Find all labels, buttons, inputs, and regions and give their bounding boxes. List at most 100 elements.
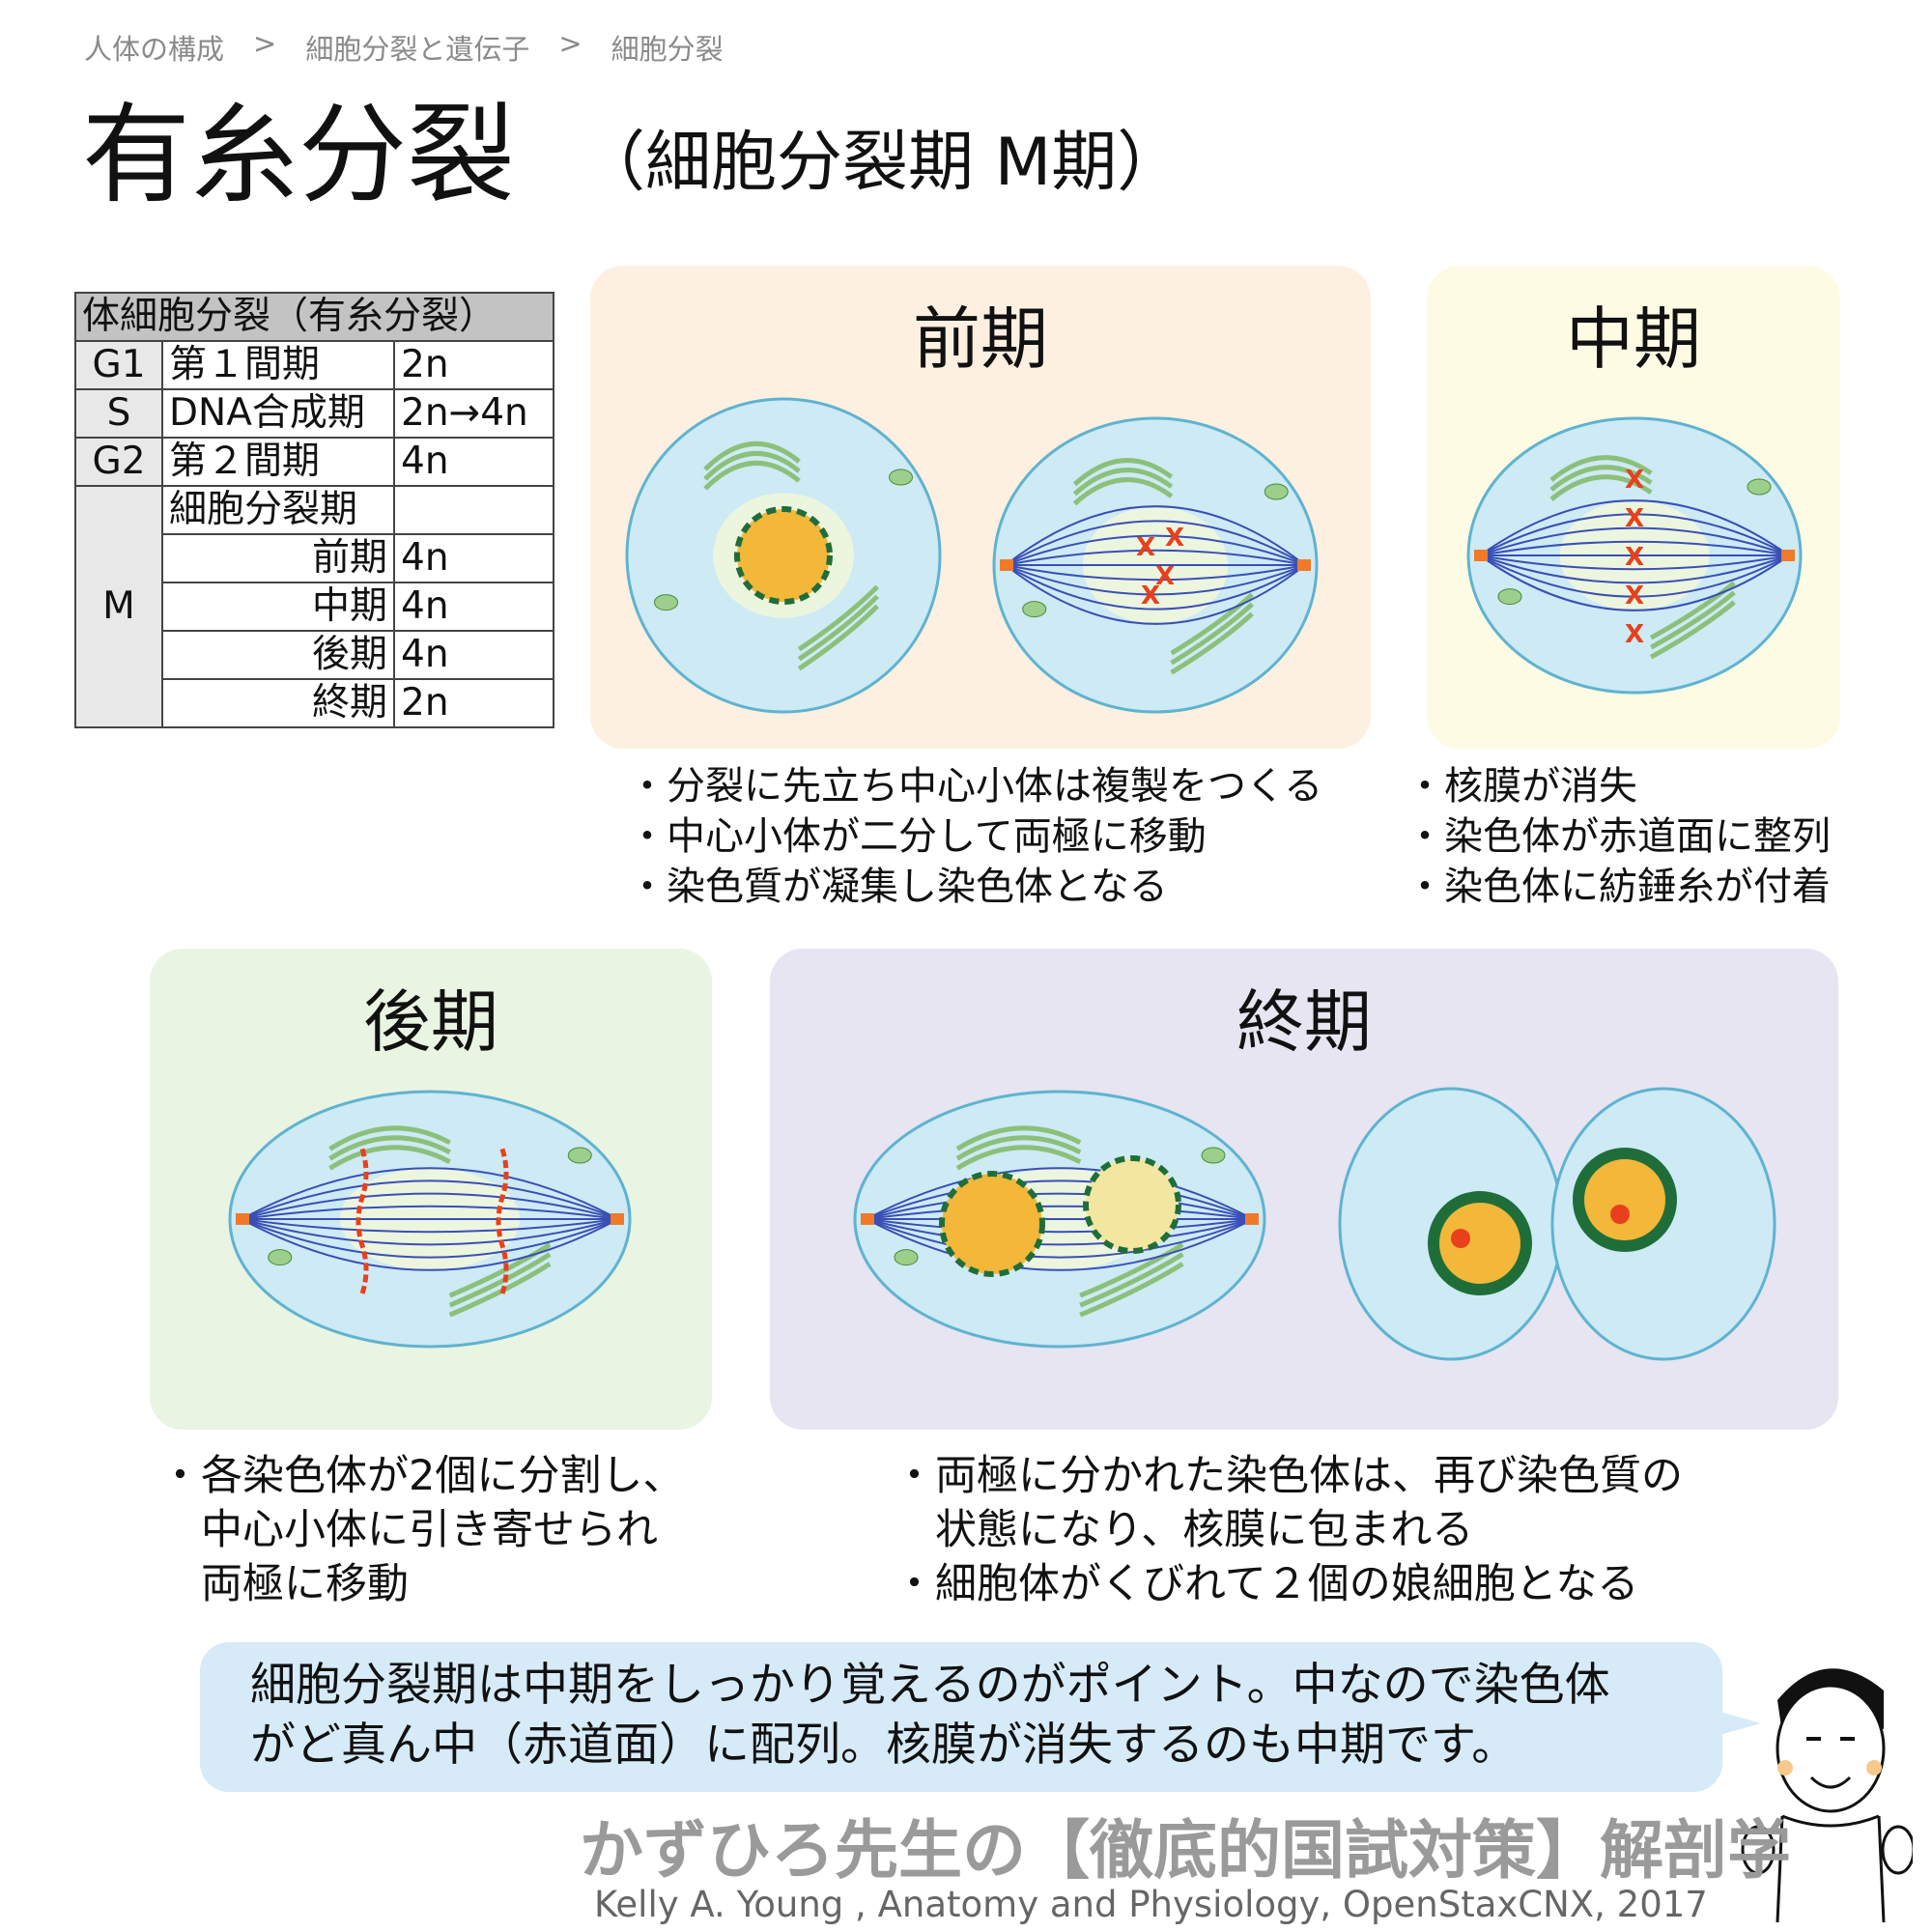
golgi: [1079, 1262, 1184, 1318]
nucleus: [1573, 1148, 1677, 1252]
golgi: [1549, 474, 1653, 501]
bullet: ・各染色体が2個に分割し、: [159, 1452, 685, 1500]
spindle-fiber: [1479, 554, 1790, 611]
mitochondrion: [1264, 483, 1289, 500]
name-cell: 第２間期: [161, 437, 395, 487]
spindle-fiber: [1005, 564, 1306, 625]
name-cell: DNA合成期: [161, 388, 395, 439]
spindle-fiber: [1479, 499, 1790, 556]
anaphase-panel: 後期: [150, 949, 712, 1430]
chromosome: X: [1141, 582, 1160, 611]
phase-cell: M: [74, 485, 163, 728]
nucleus: [734, 506, 833, 605]
breadcrumb-item: 細胞分裂: [611, 33, 724, 66]
golgi: [703, 440, 801, 471]
nucleus: [1428, 1191, 1532, 1295]
breadcrumb-item[interactable]: 人体の構成: [84, 33, 225, 66]
ploidy-cell: 4n: [393, 437, 554, 487]
centriole: [861, 1213, 874, 1225]
name-cell: 後期: [161, 630, 395, 680]
spindle-fiber: [241, 1167, 619, 1220]
golgi: [797, 594, 879, 662]
mitochondrion: [1497, 588, 1522, 606]
golgi: [703, 460, 801, 491]
spindle-fiber: [1005, 505, 1306, 566]
spindle-fiber: [241, 1218, 619, 1271]
spindle-fiber: [1479, 554, 1790, 584]
spindle-fiber: [241, 1205, 619, 1220]
bullet: ・中心小体が二分して両極に移動: [628, 814, 1207, 859]
bullet: ・両極に分かれた染色体は、再び染色質の: [894, 1452, 1683, 1500]
centriole: [1297, 559, 1311, 571]
chromosome: X: [1155, 562, 1175, 591]
bullet: ・核膜が消失: [1406, 764, 1637, 809]
spindle-fiber: [1005, 549, 1306, 566]
bullet: ・染色体に紡錘糸が付着: [1406, 865, 1831, 909]
spindle-fiber: [241, 1218, 619, 1246]
spindle-fiber: [1479, 513, 1790, 556]
spindle-fiber: [1005, 534, 1306, 566]
mitochondrion: [894, 1249, 919, 1266]
spindle-fiber: [1005, 520, 1306, 566]
ploidy-cell: 4n: [393, 630, 554, 680]
speech-bubble: 細胞分裂期は中期をしっかり覚えるのがポイント。中なので染色体 がど真ん中（赤道面…: [200, 1642, 1761, 1792]
spindle-fiber: [1479, 540, 1790, 556]
golgi: [797, 584, 879, 652]
spindle-fiber: [866, 1192, 1254, 1220]
golgi: [1649, 590, 1736, 650]
panel-title: 前期: [913, 299, 1048, 379]
centriole: [1474, 550, 1488, 561]
bubble-line: がど真ん中（赤道面）に配列。核膜が消失するのも中期です。: [250, 1719, 1518, 1772]
mitochondrion: [654, 594, 678, 611]
spindle-fiber: [1005, 564, 1306, 582]
metaphase-bullets: ・核膜が消失 ・染色体が赤道面に整列 ・染色体に紡錘糸が付着: [1406, 761, 1831, 912]
breadcrumb-item[interactable]: 細胞分裂と遺伝子: [305, 33, 530, 66]
page-title: 有糸分裂: [82, 93, 515, 218]
golgi: [328, 1135, 451, 1161]
centriole: [611, 1213, 624, 1225]
golgi: [328, 1145, 451, 1171]
nucleus: [1083, 1155, 1181, 1254]
golgi: [1549, 455, 1653, 482]
bullet: ・細胞体がくびれて２個の娘細胞となる: [894, 1560, 1639, 1608]
spindle-fiber: [866, 1218, 1254, 1246]
centriole: [236, 1213, 249, 1225]
chromosome: X: [1625, 620, 1644, 649]
panel-title: 中期: [1566, 299, 1701, 379]
spindle-fiber: [241, 1179, 619, 1220]
chromosome: X: [1625, 543, 1644, 572]
spindle-fiber: [866, 1205, 1254, 1220]
page-subtitle: （細胞分裂期 M期）: [580, 125, 1183, 201]
golgi: [1549, 465, 1653, 492]
bullet: ・染色体が赤道面に整列: [1406, 814, 1831, 859]
spindle-fiber: [241, 1218, 619, 1259]
spindle-fiber: [1005, 564, 1306, 596]
table-header: 体細胞分裂（有糸分裂）: [74, 292, 554, 342]
mitochondrion: [268, 1249, 293, 1266]
phase-cell: G2: [74, 437, 163, 487]
bubble-line: 細胞分裂期は中期をしっかり覚えるのがポイント。中なので染色体: [250, 1659, 1610, 1712]
chromosome: X: [1625, 582, 1644, 611]
prophase-bullets: ・分裂に先立ち中心小体は複製をつくる ・中心小体が二分して両極に移動 ・染色質が…: [628, 761, 1322, 912]
golgi: [1170, 602, 1254, 666]
mitochondrion: [567, 1147, 592, 1164]
chromatid: [355, 1148, 369, 1295]
golgi: [703, 450, 801, 481]
chromosome: X: [1136, 533, 1155, 562]
mitochondrion: [1747, 478, 1772, 496]
mitochondrion: [889, 469, 913, 486]
golgi: [328, 1125, 451, 1151]
daughter-cells-illustration: [1338, 1087, 1776, 1361]
breadcrumb-separator: >: [253, 27, 277, 60]
golgi: [1170, 611, 1254, 675]
spindle-fiber: [866, 1218, 1254, 1271]
